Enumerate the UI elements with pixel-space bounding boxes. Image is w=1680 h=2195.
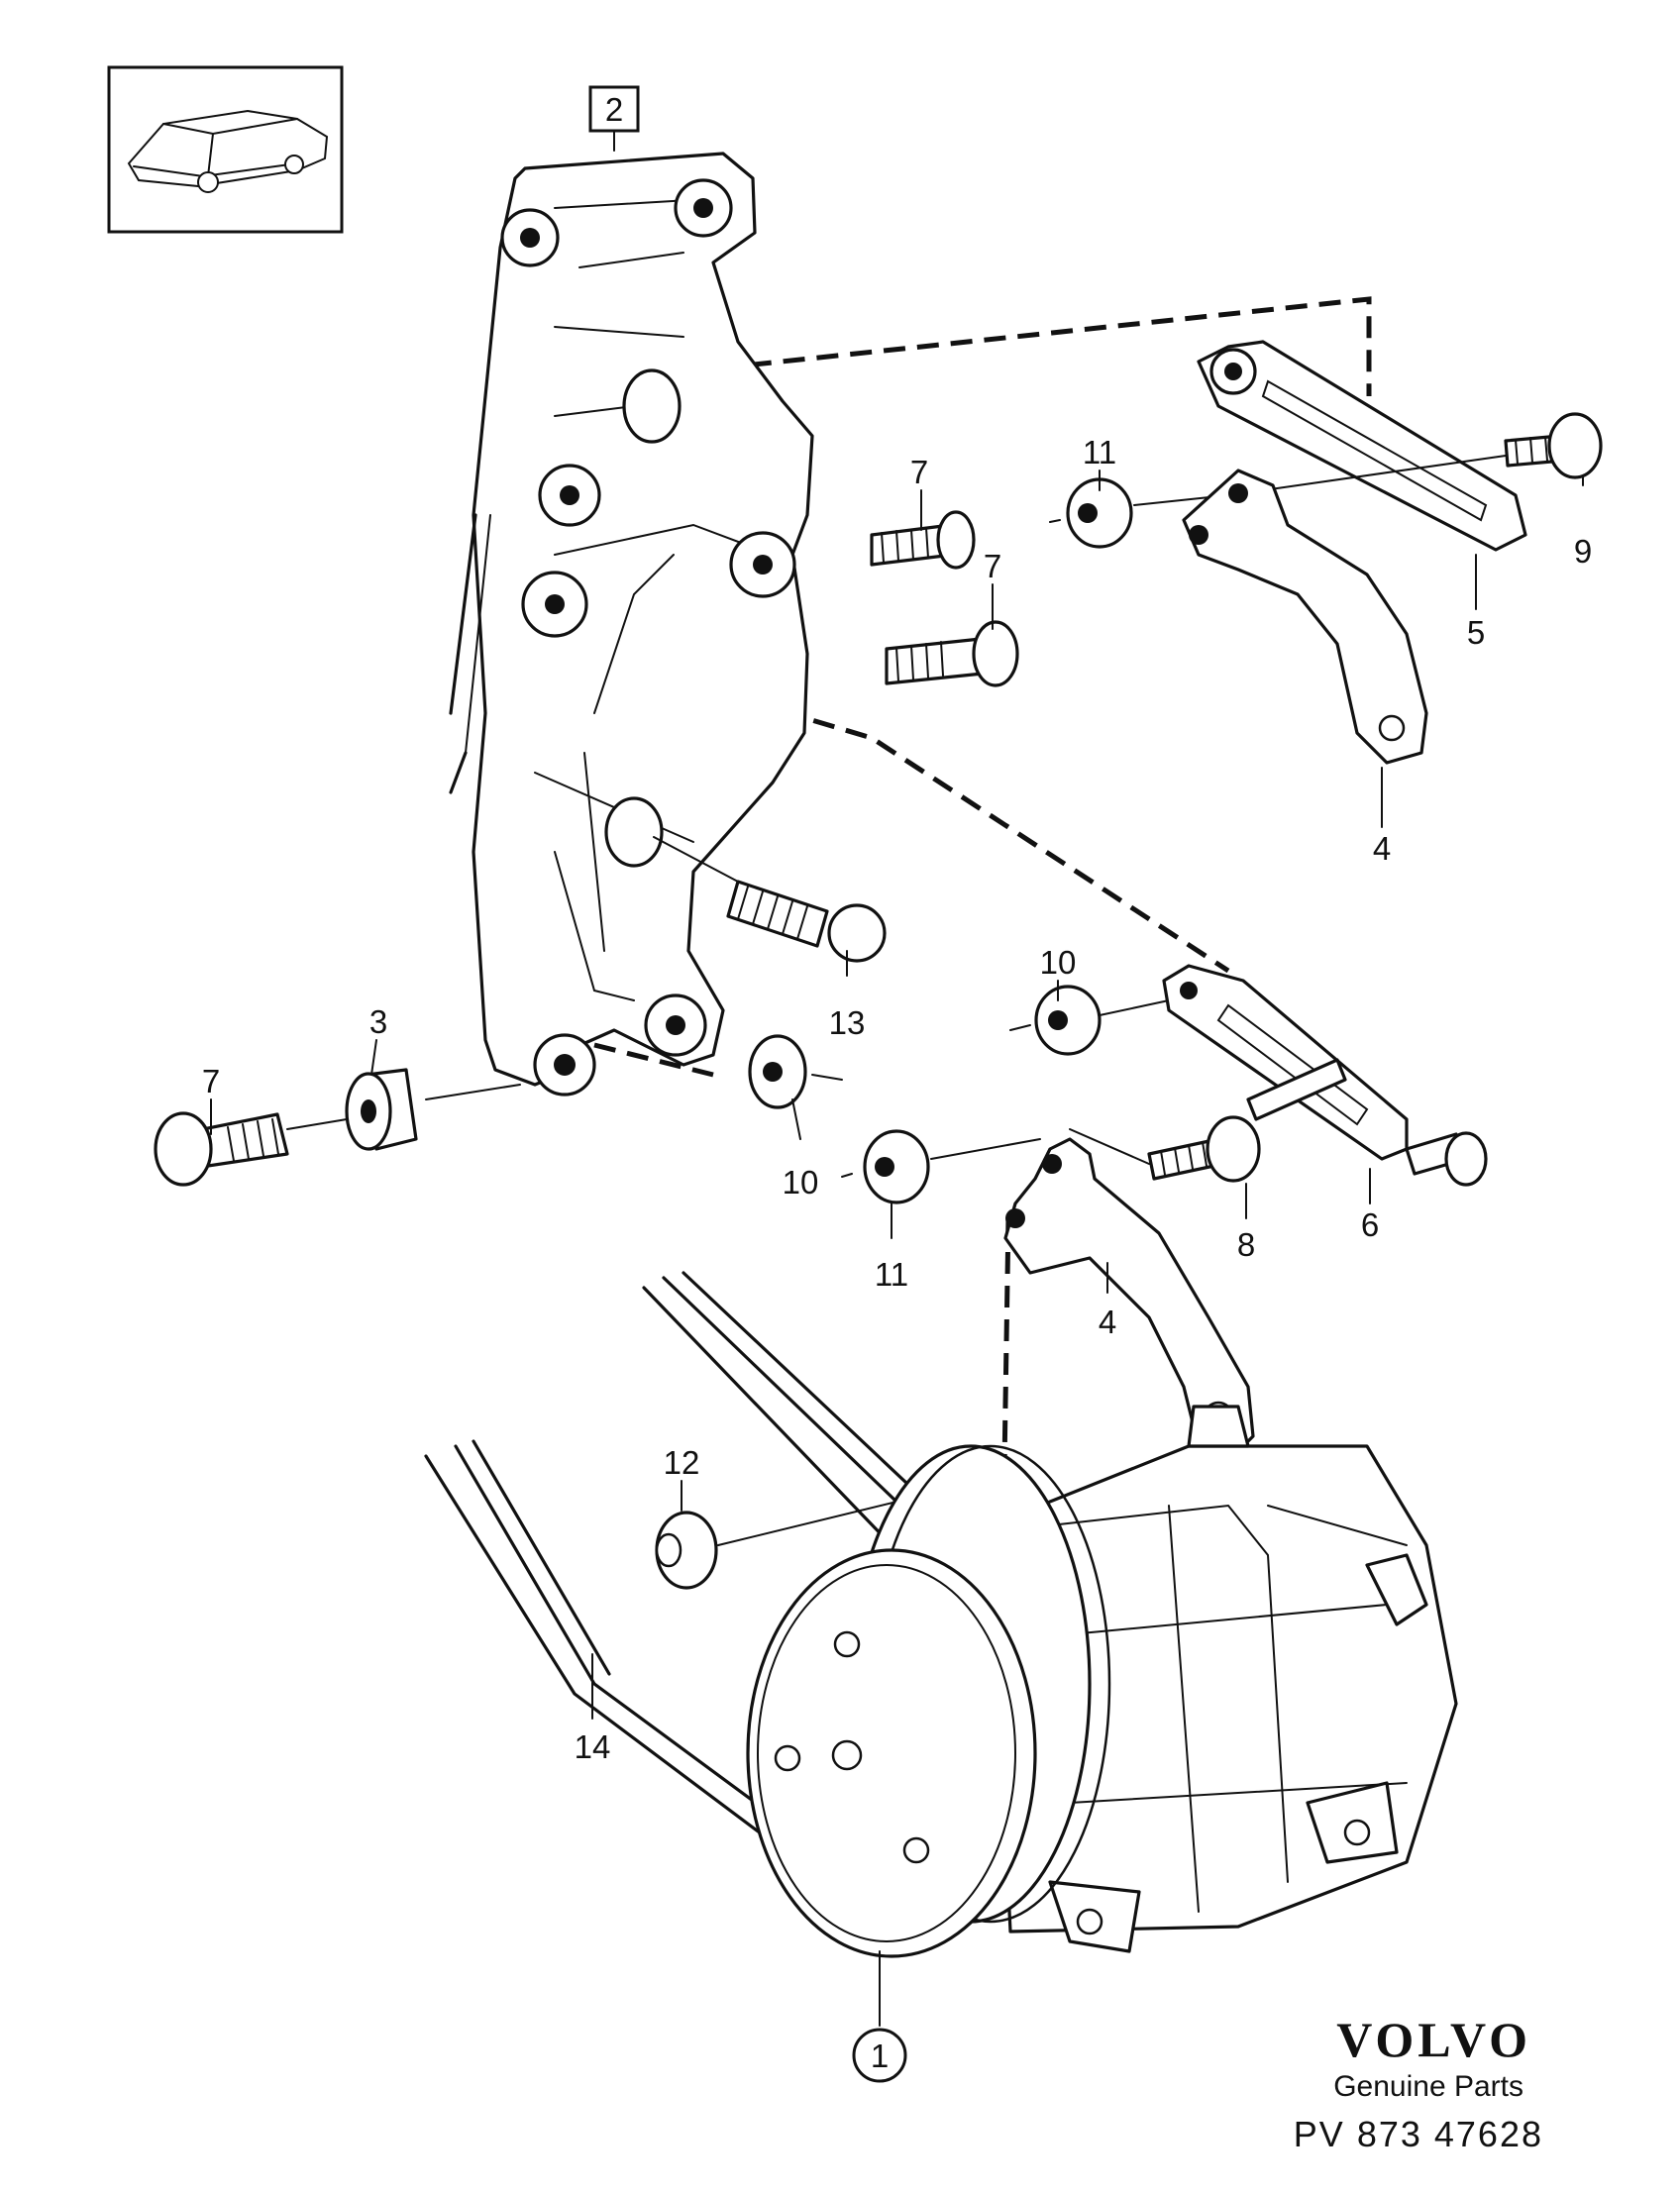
callout-10b: 10 xyxy=(1040,944,1077,981)
callout-7a: 7 xyxy=(910,454,928,490)
leader-lines xyxy=(210,470,1584,2027)
callout-5: 5 xyxy=(1467,614,1485,651)
flange-nut-11-lower xyxy=(841,1129,1041,1204)
callout-6: 6 xyxy=(1361,1206,1379,1243)
callout-8: 8 xyxy=(1237,1226,1255,1263)
drive-belt-14 xyxy=(424,1271,943,1844)
bolt-7-left xyxy=(154,1111,289,1187)
tensioner-arm-6 xyxy=(1162,964,1488,1187)
callout-labels: 2 3 7 7 7 11 9 5 4 13 10 10 11 8 6 4 12 … xyxy=(202,85,1592,2083)
main-bracket xyxy=(449,152,814,1097)
bolt-8 xyxy=(1069,1115,1261,1183)
callout-14: 14 xyxy=(575,1728,611,1765)
ac-compressor-1 xyxy=(746,1405,1458,1958)
support-bracket-4-upper xyxy=(1182,469,1428,765)
bolt-7-middle xyxy=(885,620,1019,687)
bushing-3 xyxy=(345,1068,418,1151)
part-reference-number: PV 873 47628 xyxy=(1293,2114,1543,2154)
bolt-9 xyxy=(1504,412,1603,479)
callout-2: 2 xyxy=(605,91,623,128)
callout-12: 12 xyxy=(664,1444,700,1481)
callout-11a: 11 xyxy=(1083,434,1116,470)
adjuster-arm-5 xyxy=(1197,340,1527,552)
nut-12 xyxy=(655,1495,922,1590)
callout-4b: 4 xyxy=(1099,1304,1116,1340)
callout-3: 3 xyxy=(369,1003,387,1040)
bolt-7-upper xyxy=(870,510,976,570)
callout-9: 9 xyxy=(1574,533,1592,570)
callout-13: 13 xyxy=(829,1004,866,1041)
flange-nut-10-lower xyxy=(748,1034,843,1109)
genuine-parts-tagline: Genuine Parts xyxy=(1333,2070,1523,2103)
callout-1: 1 xyxy=(871,2038,889,2074)
callout-7b: 7 xyxy=(984,548,1001,584)
callout-11b: 11 xyxy=(875,1256,908,1293)
callout-7c: 7 xyxy=(202,1063,220,1099)
flange-nut-10-upper xyxy=(1009,985,1170,1056)
volvo-logo: VOLVO xyxy=(1336,2012,1531,2067)
callout-4a: 4 xyxy=(1373,830,1391,867)
callout-10a: 10 xyxy=(783,1164,819,1201)
car-sedan-icon xyxy=(107,65,344,234)
bolt-13 xyxy=(653,836,887,963)
